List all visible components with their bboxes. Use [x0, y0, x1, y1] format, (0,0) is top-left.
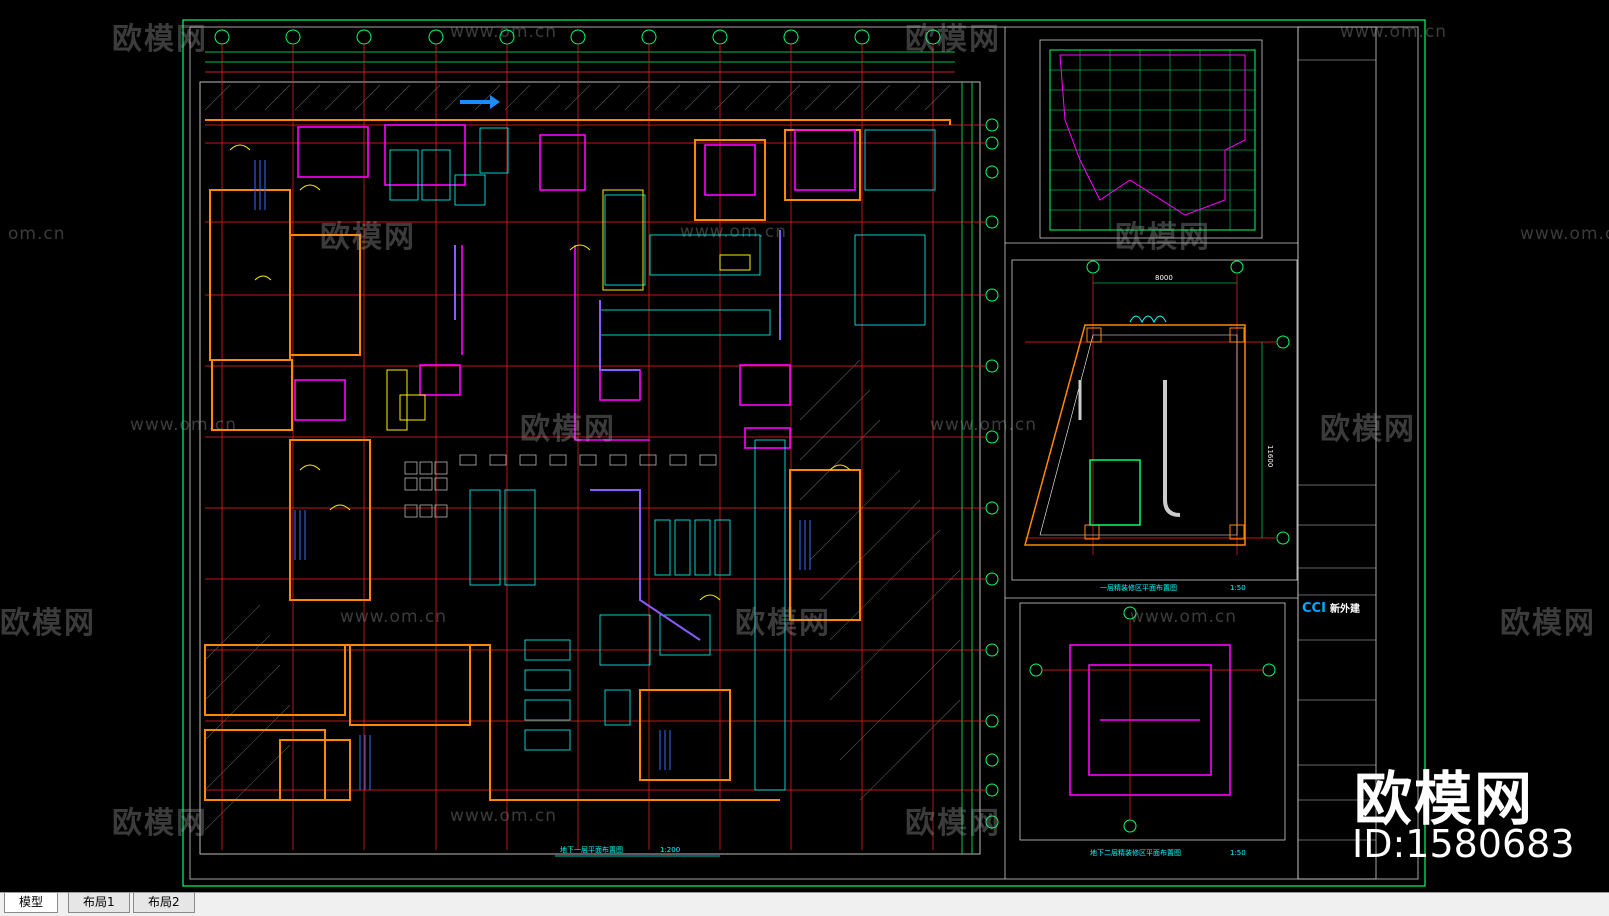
dim-width: 8000: [1155, 274, 1173, 282]
furniture: [389, 127, 936, 791]
grid-bubbles-right: [985, 118, 999, 829]
hatch-bands: [204, 84, 961, 831]
sheet-border: [182, 19, 1426, 887]
tables: [404, 454, 717, 518]
key-plan: [1039, 39, 1263, 239]
cad-drawing: 地下一层平面布置图 1:200 80: [182, 19, 1426, 887]
main-plan-title: 地下一层平面布置图: [560, 845, 623, 854]
main-plan-scale: 1:200: [660, 846, 680, 854]
tab-layout1[interactable]: 布局1: [68, 893, 130, 913]
detail-plan-scale: 1:50: [1230, 584, 1246, 592]
asset-id: ID:1580683: [1352, 822, 1575, 866]
grid-bubbles-top: [214, 29, 941, 45]
section-scale: 1:50: [1230, 849, 1246, 857]
stairs: [254, 160, 811, 790]
cad-drawing-canvas[interactable]: 地下一层平面布置图 1:200 80: [0, 0, 1609, 892]
ducts: [454, 230, 781, 641]
section-title: 地下二层精装修区平面布置图: [1090, 848, 1181, 857]
axis-grid: [205, 44, 985, 850]
dim-height: 11600: [1266, 445, 1274, 467]
sheet-inner-border: [189, 26, 1419, 880]
brand-overlay: 欧模网: [1354, 765, 1535, 833]
layout-tab-bar: 模型 布局1 布局2: [0, 892, 1609, 916]
tab-layout2[interactable]: 布局2: [133, 893, 195, 913]
doors: [229, 144, 851, 601]
company-logo: CCI: [1302, 601, 1326, 616]
north-arrow: [460, 95, 500, 109]
detail-plan: 8000 11600 一层精装修区平面布置图 1:50: [1011, 259, 1298, 592]
walls: [204, 119, 951, 801]
company-name: 新外建: [1330, 602, 1361, 615]
section-plan: 地下二层精装修区平面布置图 1:50: [1019, 602, 1286, 857]
title-block: CCI 新外建: [1297, 26, 1377, 880]
tab-model[interactable]: 模型: [4, 893, 59, 913]
main-plan-frame: [199, 81, 981, 855]
detail-plan-title: 一层精装修区平面布置图: [1100, 583, 1177, 592]
